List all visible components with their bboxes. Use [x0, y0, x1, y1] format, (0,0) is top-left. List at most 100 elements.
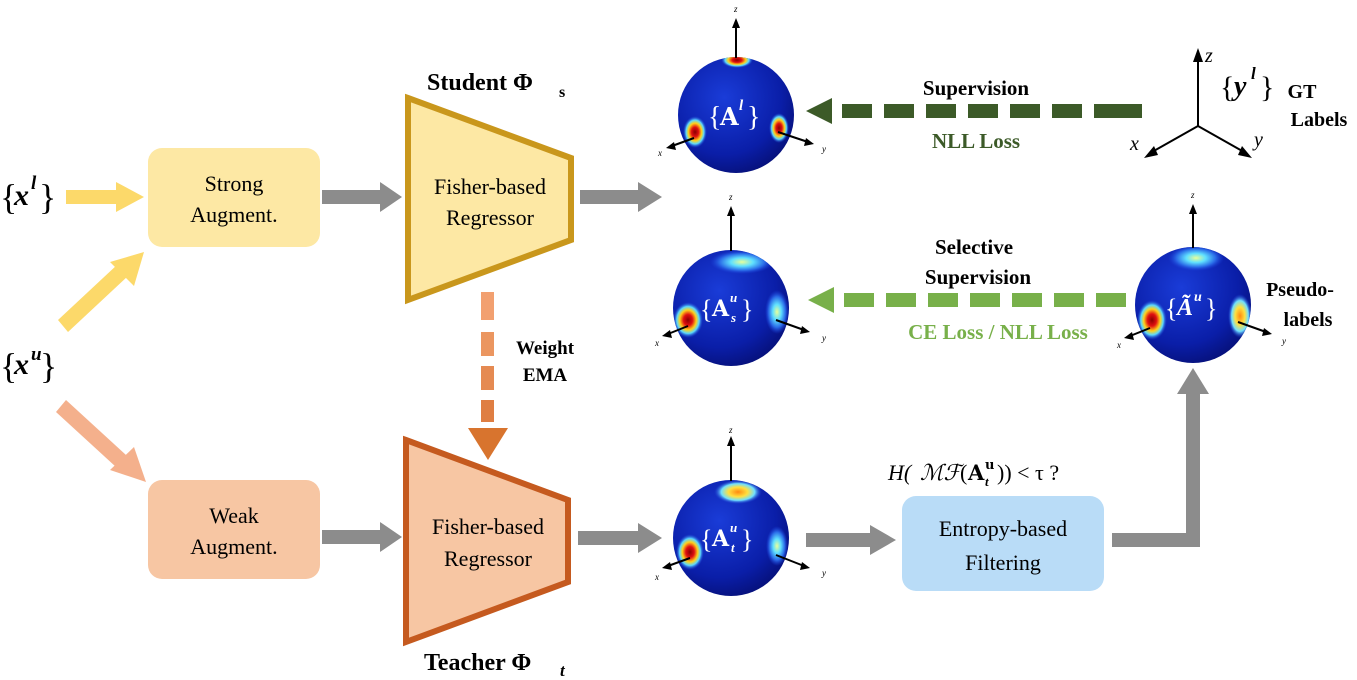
student-line2: Regressor: [446, 205, 535, 230]
brace-close: }: [741, 295, 753, 324]
supervision-arrow: [806, 98, 1142, 124]
selective-arrow: [808, 287, 1126, 313]
sup-l: l: [31, 173, 37, 194]
sphere-atu: z x y { A u t }: [654, 425, 826, 596]
brace-open: {: [1165, 294, 1177, 323]
gt-sup-l: l: [1251, 64, 1256, 83]
sphere-pseudo: z x y { Ã u }: [1116, 190, 1286, 363]
weak-augment-box: Weak Augment.: [148, 480, 320, 579]
brace-close: }: [39, 177, 56, 217]
arrow-teacher-to-atu: [578, 523, 662, 553]
entropy-filter-line2: Filtering: [965, 550, 1041, 575]
axis-y: y: [1281, 336, 1286, 346]
arrow-xu-to-weak: [56, 400, 146, 482]
axis-y: y: [821, 144, 826, 154]
sup-u: u: [31, 344, 42, 365]
ema-arrow: [468, 292, 508, 460]
gt-var-y: y: [1231, 71, 1247, 102]
gt-axis-y: y: [1252, 129, 1263, 151]
arrow-xu-to-strong: [58, 252, 144, 332]
teacher-regressor: Fisher-based Regressor: [403, 435, 571, 647]
cond-rest: )) < τ ?: [997, 460, 1059, 485]
cond-a-sup: u: [985, 458, 994, 473]
sphere-al-sup: l: [739, 98, 744, 114]
brace-open: {: [700, 525, 712, 554]
var-x: x: [13, 348, 29, 381]
student-title: Student Φ s: [427, 70, 565, 101]
axis-x: x: [654, 338, 659, 348]
supervision-loss: NLL Loss: [932, 129, 1020, 153]
student-title-sub: s: [559, 84, 565, 101]
sphere-asu-label: A: [711, 296, 730, 322]
ema-label: Weight EMA: [516, 338, 575, 386]
selective-line2: Supervision: [925, 265, 1032, 289]
teacher-title-text: Teacher Φ: [424, 650, 531, 676]
gt-axis-x: x: [1129, 133, 1139, 155]
strong-augment-line1: Strong: [205, 171, 264, 196]
pseudo-line1: Pseudo-: [1266, 279, 1334, 301]
selective-line1: Selective: [935, 235, 1013, 259]
ema-line1: Weight: [516, 338, 575, 359]
teacher-line2: Regressor: [444, 546, 533, 571]
supervision-title: Supervision: [923, 76, 1030, 100]
cond-a: A: [967, 460, 985, 485]
pseudo-line2: labels: [1284, 309, 1333, 331]
gt-label-set: { y l }: [1220, 64, 1274, 104]
brace-open: {: [708, 102, 721, 133]
student-title-text: Student Φ: [427, 70, 533, 96]
brace-open: {: [1220, 71, 1234, 104]
arrow-filter-to-pseudo: [1112, 368, 1209, 547]
arrow-weak-to-teacher: [322, 522, 402, 552]
brace-open: {: [0, 346, 17, 386]
axis-z: z: [1190, 190, 1195, 200]
gt-line1: GT: [1288, 81, 1318, 103]
ema-line2: EMA: [523, 365, 568, 386]
axis-z: z: [728, 192, 733, 202]
axis-y: y: [821, 568, 826, 578]
axis-y: y: [821, 333, 826, 343]
student-line1: Fisher-based: [434, 174, 546, 199]
sphere-atu-label: A: [711, 526, 730, 552]
brace-close: }: [40, 346, 57, 386]
axis-x: x: [657, 148, 662, 158]
sphere-asu-sub: s: [730, 310, 736, 325]
gt-axes: z x y: [1129, 45, 1263, 158]
strong-augment-box: Strong Augment.: [148, 148, 320, 247]
cond-a-sub: t: [985, 474, 989, 489]
arrow-student-to-al: [580, 182, 662, 212]
selective-loss: CE Loss / NLL Loss: [908, 320, 1088, 344]
sphere-pseudo-label: Ã: [1175, 295, 1193, 321]
sphere-asu-sup: u: [730, 290, 737, 305]
input-labeled-set: { x l }: [0, 173, 56, 217]
cond-h: H(: [887, 460, 913, 485]
sphere-al: z x y { A l }: [657, 4, 826, 173]
brace-close: }: [741, 525, 753, 554]
axis-x: x: [654, 572, 659, 582]
brace-close: }: [1205, 294, 1217, 323]
teacher-title: Teacher Φ t: [424, 650, 566, 680]
gt-axis-z: z: [1204, 45, 1213, 67]
weak-augment-line2: Augment.: [190, 534, 277, 559]
teacher-line1: Fisher-based: [432, 514, 544, 539]
student-regressor: Fisher-based Regressor: [405, 93, 574, 305]
filter-condition: H( ℳℱ ( A u t )) < τ ?: [887, 458, 1059, 489]
axis-x: x: [1116, 340, 1121, 350]
brace-close: }: [747, 102, 760, 133]
entropy-filter-line1: Entropy-based: [939, 516, 1067, 541]
sphere-atu-sub: t: [731, 540, 735, 555]
teacher-title-sub: t: [560, 661, 566, 680]
axis-z: z: [728, 425, 733, 435]
var-x: x: [13, 179, 29, 212]
brace-close: }: [1260, 71, 1274, 104]
brace-open: {: [700, 295, 712, 324]
sphere-pseudo-sup: u: [1194, 290, 1202, 305]
sphere-atu-sup: u: [730, 520, 737, 535]
brace-open: {: [0, 177, 17, 217]
entropy-filter-box: Entropy-based Filtering: [902, 496, 1104, 591]
sphere-asu: z x y { A u s }: [654, 192, 826, 366]
strong-augment-line2: Augment.: [190, 202, 277, 227]
input-unlabeled-set: { x u }: [0, 344, 57, 386]
arrow-strong-to-student: [322, 182, 402, 212]
gt-line2: Labels: [1291, 109, 1348, 131]
